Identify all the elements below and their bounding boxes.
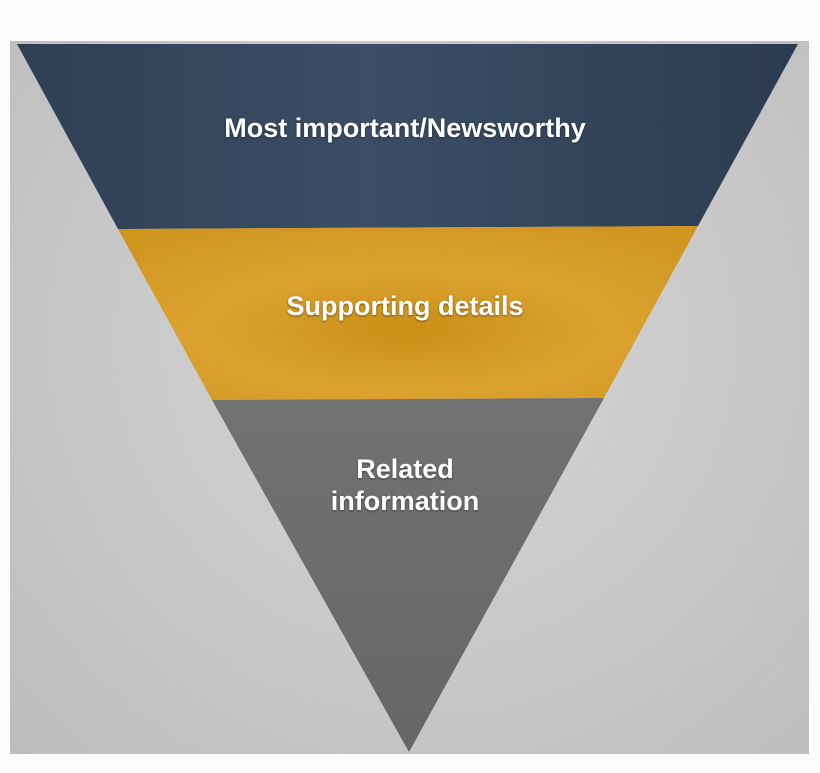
layer-middle-label: Supporting details (286, 291, 524, 321)
layer-top-label: Most important/Newsworthy (224, 113, 586, 143)
layer-bottom (212, 398, 604, 752)
layer-middle (118, 226, 698, 400)
layer-top (17, 44, 798, 229)
layer-bottom-label: Related information (330, 454, 480, 516)
